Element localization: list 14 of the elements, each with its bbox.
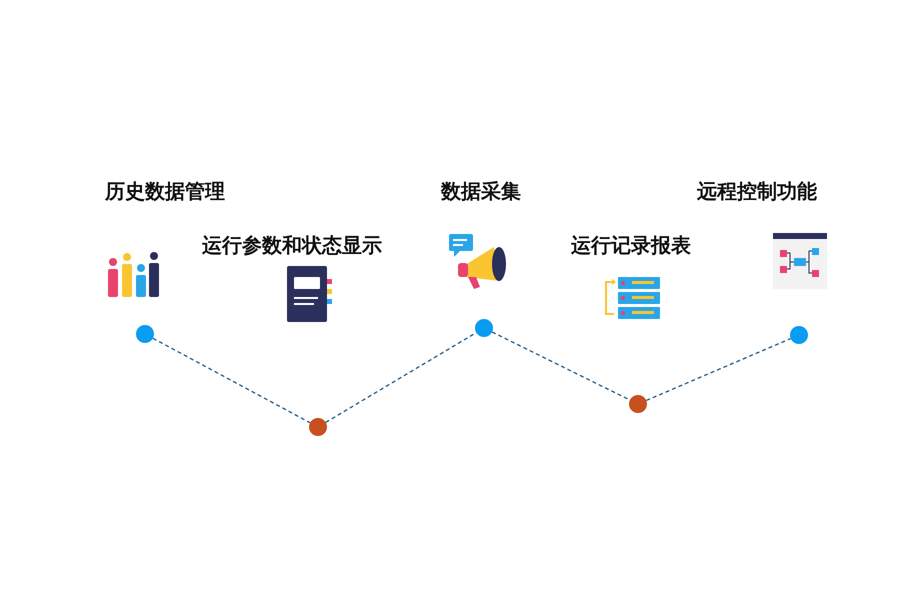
dot-marker — [136, 325, 154, 343]
dot-marker — [790, 326, 808, 344]
feature-title: 运行记录报表 — [571, 232, 691, 259]
dot-marker — [475, 319, 493, 337]
dashed-connector — [492, 331, 630, 401]
dashed-connector — [325, 332, 477, 423]
feature-title: 运行参数和状态显示 — [202, 232, 382, 259]
feature-title: 历史数据管理 — [105, 178, 225, 205]
feature-title: 数据采集 — [441, 178, 521, 205]
dot-marker — [629, 395, 647, 413]
dashed-connector — [152, 338, 310, 424]
dot-marker — [309, 418, 327, 436]
dashed-connector — [646, 338, 791, 402]
feature-title: 远程控制功能 — [697, 178, 817, 205]
